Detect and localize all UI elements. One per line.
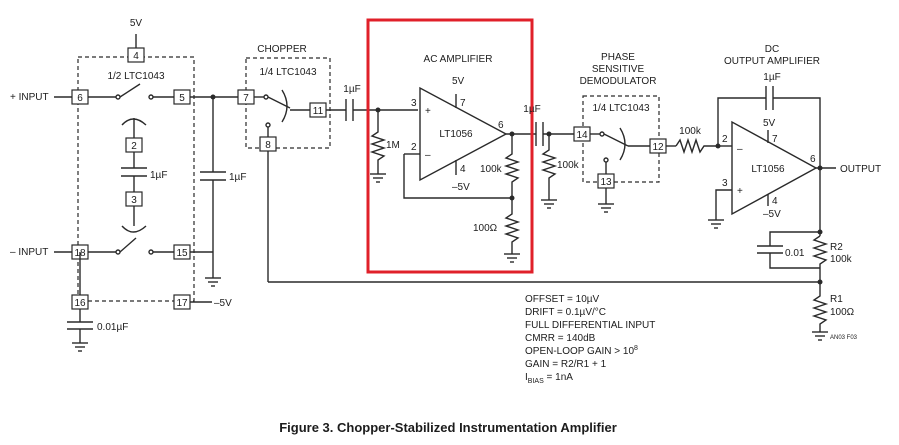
pin-6-label: 6 bbox=[77, 93, 83, 104]
ac-pin-4: 4 bbox=[460, 164, 466, 175]
label-r-1m: 1M bbox=[386, 140, 400, 151]
pin-3-label: 3 bbox=[131, 195, 137, 206]
label-dc-2: OUTPUT AMPLIFIER bbox=[724, 56, 820, 67]
label-r1-value: 100Ω bbox=[830, 307, 855, 318]
specs-block: OFFSET = 10µV DRIFT = 0.1µV/°C FULL DIFF… bbox=[525, 294, 655, 385]
ac-amplifier-highlight bbox=[366, 18, 534, 274]
label-cap-001: 0.01 bbox=[785, 248, 805, 259]
label-cap-1uf-a: 1µF bbox=[150, 170, 167, 181]
spec-open-loop-gain: OPEN-LOOP GAIN > 108 bbox=[525, 345, 638, 357]
label-dc-1: DC bbox=[765, 44, 779, 55]
label-lt1056-dc: LT1056 bbox=[751, 164, 785, 175]
label-ac-minus5v: –5V bbox=[452, 182, 470, 193]
spec-gain: GAIN = R2/R1 + 1 bbox=[525, 359, 607, 370]
dc-pin-6: 6 bbox=[810, 154, 816, 165]
dc-amplifier-opamp bbox=[731, 120, 818, 216]
spec-cmrr: CMRR = 140dB bbox=[525, 333, 596, 344]
dc-pin-7: 7 bbox=[772, 134, 778, 145]
label-ac-amplifier: AC AMPLIFIER bbox=[424, 54, 493, 65]
ac-minus-sign: – bbox=[425, 150, 431, 161]
label-cap-1uf-d: 1µF bbox=[523, 104, 540, 115]
ac-pin-2: 2 bbox=[411, 142, 417, 153]
pin-15-label: 15 bbox=[176, 248, 188, 259]
label-r1: R1 bbox=[830, 294, 843, 305]
pin-7-label: 7 bbox=[243, 93, 249, 104]
spec-drift: DRIFT = 0.1µV/°C bbox=[525, 307, 606, 318]
pin-4 bbox=[127, 47, 145, 63]
pin-2-label: 2 bbox=[131, 141, 137, 152]
label-cap-1uf-e: 1µF bbox=[763, 72, 780, 83]
dc-pin-3: 3 bbox=[722, 178, 728, 189]
pin-13-label: 13 bbox=[600, 177, 612, 188]
label-minus5v-bottom: –5V bbox=[214, 298, 232, 309]
label-lt1056-ac: LT1056 bbox=[439, 129, 473, 140]
spec-ibias: IBIAS = 1nA bbox=[525, 372, 573, 385]
dc-pin-4: 4 bbox=[772, 196, 778, 207]
label-phase-1: PHASE bbox=[601, 52, 635, 63]
label-cap-1uf-b: 1µF bbox=[229, 172, 246, 183]
pin-17-label: 17 bbox=[176, 298, 188, 309]
pin-8-label: 8 bbox=[265, 140, 271, 151]
pin-5-label: 5 bbox=[179, 93, 185, 104]
dc-pin-2: 2 bbox=[722, 134, 728, 145]
label-r2: R2 bbox=[830, 242, 843, 253]
figure-caption: Figure 3. Chopper-Stabilized Instrumenta… bbox=[279, 420, 617, 435]
label-dc-5v: 5V bbox=[763, 118, 776, 129]
label-plus-input: + INPUT bbox=[10, 92, 49, 103]
ac-plus-sign: + bbox=[425, 106, 431, 117]
pin-4-label: 4 bbox=[133, 51, 139, 62]
label-ltc-phase: 1/4 LTC1043 bbox=[592, 103, 650, 114]
label-phase-3: DEMODULATOR bbox=[580, 76, 657, 87]
dc-minus-sign: – bbox=[737, 144, 743, 155]
label-output: OUTPUT bbox=[840, 164, 881, 175]
label-ltc-chopper: 1/4 LTC1043 bbox=[259, 67, 317, 78]
label-figure-code: AN03 F03 bbox=[830, 335, 858, 341]
label-cap-1uf-c: 1µF bbox=[343, 84, 360, 95]
label-5v-top: 5V bbox=[130, 18, 143, 29]
ac-pin-6: 6 bbox=[498, 120, 504, 131]
label-phase-2: SENSITIVE bbox=[592, 64, 645, 75]
label-r-100ohm-ac: 100Ω bbox=[473, 223, 498, 234]
pin-12-label: 12 bbox=[652, 142, 664, 153]
spec-offset: OFFSET = 10µV bbox=[525, 294, 600, 305]
dc-plus-sign: + bbox=[737, 186, 743, 197]
label-ac-5v: 5V bbox=[452, 76, 465, 87]
label-chopper: CHOPPER bbox=[257, 44, 306, 55]
label-ltc-left: 1/2 LTC1043 bbox=[107, 71, 165, 82]
pin-11-label: 11 bbox=[313, 106, 324, 117]
label-dc-minus5v: –5V bbox=[763, 209, 781, 220]
label-minus-input: – INPUT bbox=[10, 247, 48, 258]
ac-pin-7: 7 bbox=[460, 98, 466, 109]
label-r-100k-ac: 100k bbox=[480, 164, 503, 175]
label-r-100k-mid: 100k bbox=[557, 160, 580, 171]
label-r-100k-dc: 100k bbox=[679, 126, 702, 137]
ac-pin-3: 3 bbox=[411, 98, 417, 109]
ac-amplifier-opamp bbox=[419, 86, 508, 182]
spec-full-diff: FULL DIFFERENTIAL INPUT bbox=[525, 320, 655, 331]
pin-16-label: 16 bbox=[74, 298, 86, 309]
label-cap-001uf: 0.01µF bbox=[97, 322, 128, 333]
label-r2-value: 100k bbox=[830, 254, 853, 265]
pin-14-label: 14 bbox=[576, 130, 588, 141]
